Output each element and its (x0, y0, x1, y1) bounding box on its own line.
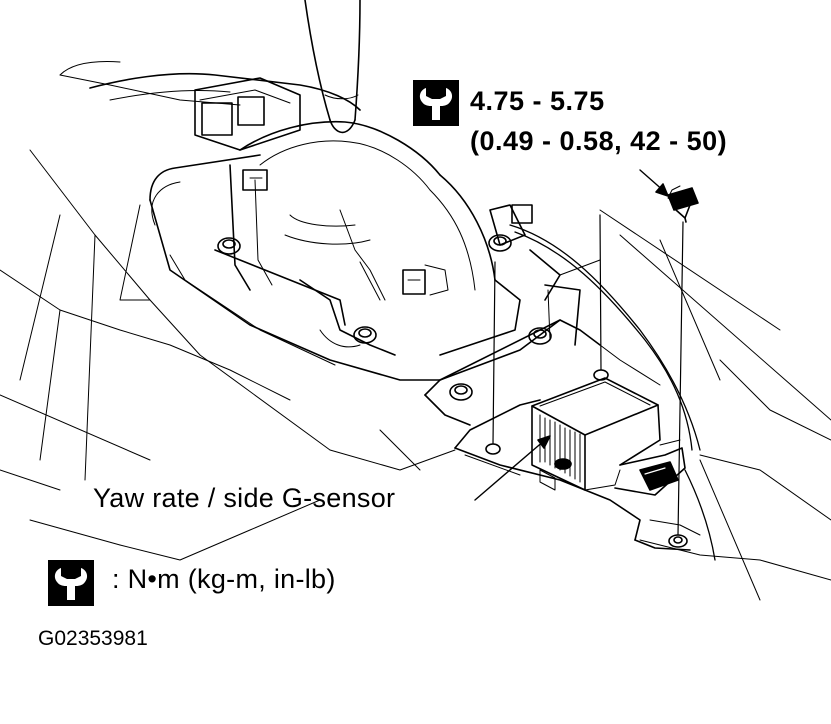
console-tray (149, 154, 601, 381)
bracket-hole-line-right (599, 214, 602, 371)
bolt-install-line (677, 221, 684, 536)
bolt-rear-left (488, 234, 512, 252)
sensor-callout-label: Yaw rate / side G-sensor (93, 483, 396, 513)
torque-value-nm: 4.75 - 5.75 (470, 86, 605, 116)
shifter-bolts (217, 234, 552, 401)
shifter-housing (194, 77, 533, 356)
shift-lever (304, 0, 361, 134)
torque-value-alt-units: (0.49 - 0.58, 42 - 50) (470, 126, 728, 156)
figure-id: G02353981 (38, 627, 148, 650)
yaw-rate-sensor (531, 377, 686, 496)
bolt-front-right (353, 326, 377, 344)
torque-units-legend: : N•m (kg-m, in-lb) (112, 564, 336, 594)
floor-panel-lines (0, 74, 831, 601)
torque-leader-arrow (639, 169, 669, 197)
torque-wrench-icon (413, 80, 459, 126)
bolt-bracket (449, 383, 473, 401)
sensor-leader-arrow (474, 435, 551, 501)
torque-wrench-icon (48, 560, 94, 606)
bracket-hole-line-left (492, 261, 496, 445)
bolt-front-left (217, 237, 241, 255)
sensor-mounting-bolt (667, 185, 699, 223)
sensor-harness (509, 224, 716, 561)
